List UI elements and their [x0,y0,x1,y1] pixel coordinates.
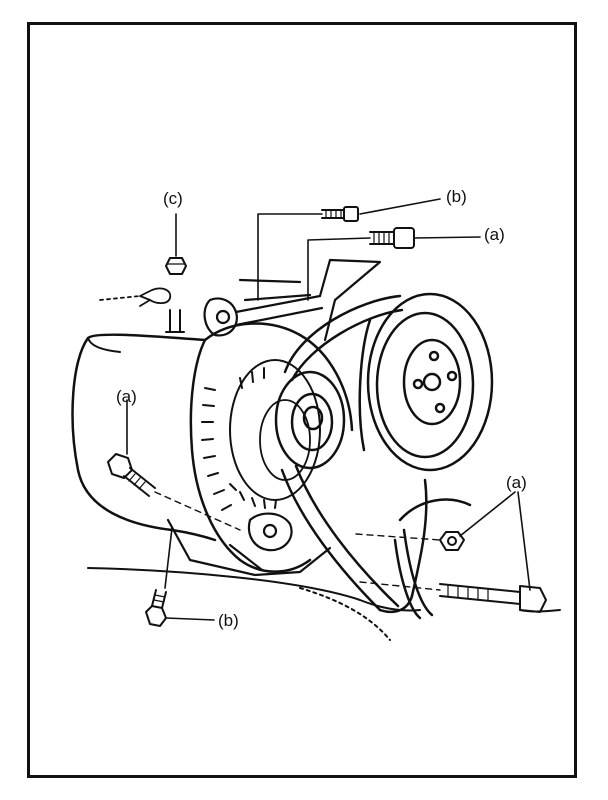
crank-pulley [393,498,472,620]
nut-a-right [355,531,465,551]
bolt-b-bottom [145,527,215,627]
leader-lines-right [459,491,531,591]
alternator-body [71,322,354,573]
leader-lines-top [257,198,481,301]
callout-a-top: (a) [484,225,505,244]
bolt-a-long [359,581,547,613]
callout-c: (c) [163,189,183,208]
alternator-cooling-fins [201,367,277,511]
callout-b-top: (b) [446,187,467,206]
engine-block-outline [87,567,561,641]
callout-a-right: (a) [506,473,527,492]
bolt-a-left [107,399,241,531]
bolt-b-top [321,206,359,222]
alternator-pulley [274,370,346,470]
adjusting-bracket [203,258,382,342]
terminal-wire [99,287,172,307]
callout-a-left: (a) [116,387,137,406]
terminal-stud [165,309,185,333]
lower-mounting-bracket [166,512,332,577]
callout-b-bottom: (b) [218,611,239,630]
nut-c [165,213,187,275]
drive-belt [280,294,428,614]
water-pump-pulley [358,292,494,472]
figure-frame [27,22,577,778]
bolt-a-top [369,227,415,249]
